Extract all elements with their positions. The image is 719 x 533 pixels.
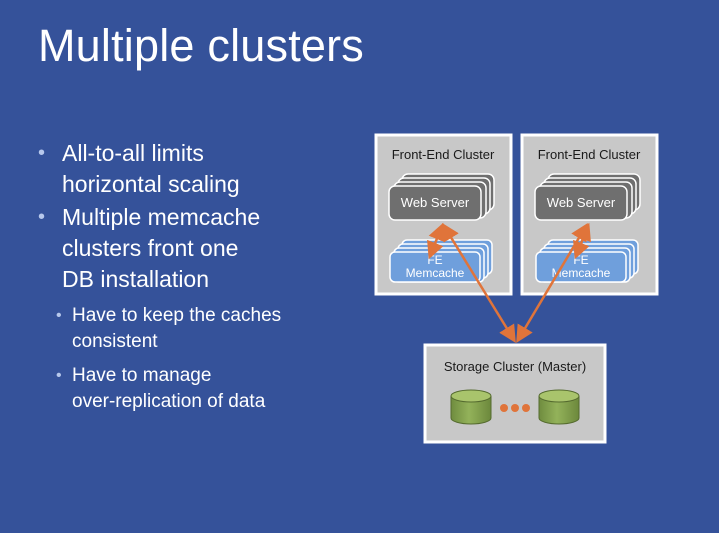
- bullet-line: horizontal scaling: [62, 171, 240, 197]
- bullet-line: DB installation: [62, 266, 210, 292]
- bullet-line: clusters front one: [62, 235, 239, 261]
- bullet-line: Have to keep the caches: [72, 305, 282, 326]
- bullet-list: • All-to-all limits horizontal scaling •…: [36, 138, 336, 415]
- webserver-memcache-arrow: [427, 222, 445, 260]
- web-server-label: Web Server: [547, 195, 616, 210]
- bullet-dot-icon: •: [38, 206, 46, 228]
- bullet-line: Multiple memcache: [62, 204, 261, 230]
- cluster-label: Front-End Cluster: [392, 147, 495, 162]
- bullet-line: All-to-all limits: [62, 140, 204, 166]
- webserver-storage-arrow: [442, 223, 516, 343]
- ellipsis-dots-icon: [500, 404, 530, 412]
- web-server-label: Web Server: [401, 195, 470, 210]
- bullet-line: over-replication of data: [72, 391, 266, 412]
- cluster-label: Front-End Cluster: [538, 147, 641, 162]
- bullet-dot-icon: •: [38, 142, 46, 164]
- web-server-stack: Web Server: [534, 173, 641, 221]
- webserver-storage-arrow: [516, 222, 588, 344]
- memcache-label-line: Memcache: [406, 266, 465, 280]
- sub-bullet-item: • Have to manage over-replication of dat…: [36, 363, 336, 415]
- sub-bullet-item: • Have to keep the caches consistent: [36, 303, 336, 355]
- web-server-stack: Web Server: [388, 173, 495, 221]
- front-end-cluster: Front-End Cluster FE Memcache Web Server: [520, 133, 659, 296]
- database-icon: [538, 389, 580, 425]
- connection-arrows: [427, 222, 591, 344]
- front-end-cluster: Front-End Cluster FE Memcache Web Server: [374, 133, 513, 296]
- bullet-dot-icon: •: [56, 367, 62, 384]
- storage-cluster: Storage Cluster (Master): [423, 343, 607, 444]
- memcache-stack: FE Memcache: [389, 239, 493, 283]
- bullet-dot-icon: •: [56, 307, 62, 324]
- bullet-line: consistent: [72, 331, 158, 352]
- bullet-item: • All-to-all limits horizontal scaling: [36, 138, 336, 200]
- bullet-line: Have to manage: [72, 365, 212, 386]
- slide-title: Multiple clusters: [38, 20, 365, 71]
- memcache-stack: FE Memcache: [535, 239, 639, 283]
- database-icon: [450, 389, 492, 425]
- storage-cluster-label: Storage Cluster (Master): [444, 359, 586, 374]
- bullet-item: • Multiple memcache clusters front one D…: [36, 202, 336, 295]
